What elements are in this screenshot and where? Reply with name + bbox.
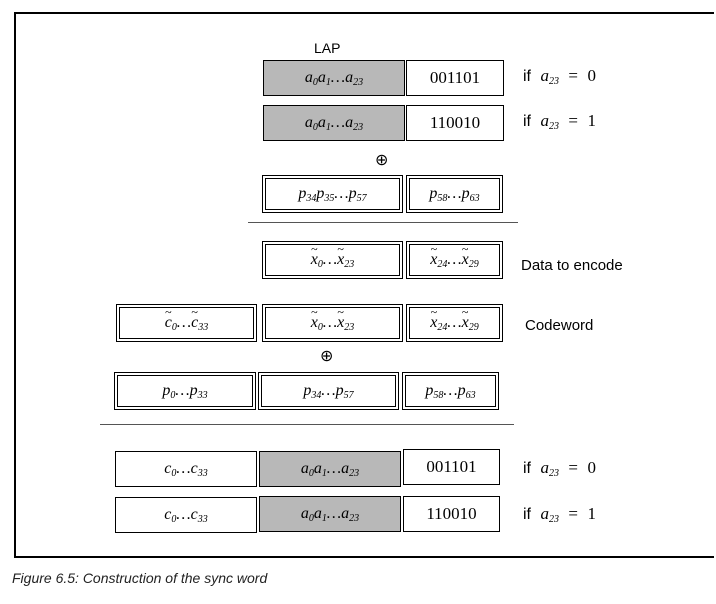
barker-field: 110010 [406,105,504,141]
cond-eq: = [568,66,578,85]
cond-var: a [540,66,549,85]
xor-symbol: ⊕ [320,346,334,365]
cond-eq: = [568,504,578,523]
if-word: if [523,113,531,130]
data-tail-field: ~x24…~x29 [406,241,503,279]
parity-field: ~c0…~c33 [116,304,257,342]
pn-tail-field: p58…p63 [406,175,503,213]
condition: if a23 = 1 [523,504,596,525]
sync-lap-field: a0a1…a23 [259,496,401,532]
separator-line [100,424,514,425]
xor-symbol: ⊕ [375,150,389,169]
sync-parity-field: c0…c33 [115,497,257,533]
cond-sub: 23 [548,121,559,132]
cond-eq: = [568,458,578,477]
cond-sub: 23 [548,76,559,87]
condition: if a23 = 0 [523,66,596,87]
separator-line [248,222,518,223]
codeword-tail-field: ~x24…~x29 [406,304,503,342]
figure-caption: Figure 6.5: Construction of the sync wor… [12,570,268,586]
lap-field: a0a1…a23 [263,60,405,96]
cond-eq: = [568,111,578,130]
cond-value: 0 [587,458,596,477]
pn-tail-field: p58…p63 [402,372,499,410]
data-field: ~x0…~x23 [262,241,403,279]
lap-label: LAP [314,40,341,56]
data-to-encode-label: Data to encode [521,257,623,274]
sync-parity-field: c0…c33 [115,451,257,487]
cond-var: a [540,111,549,130]
cond-sub: 23 [548,468,559,479]
pn-head-field: p0…p33 [114,372,256,410]
sync-barker-field: 001101 [403,449,500,485]
sync-lap-field: a0a1…a23 [259,451,401,487]
cond-value: 0 [587,66,596,85]
condition: if a23 = 0 [523,458,596,479]
if-word: if [523,506,531,523]
cond-sub: 23 [548,514,559,525]
barker-field: 001101 [406,60,504,96]
codeword-label: Codeword [525,317,594,334]
condition: if a23 = 1 [523,111,596,132]
pn-middle-field: p34…p57 [258,372,399,410]
pn-middle-field: p34p35…p57 [262,175,403,213]
sync-barker-field: 110010 [403,496,500,532]
if-word: if [523,68,531,85]
if-word: if [523,460,531,477]
codeword-data-field: ~x0…~x23 [262,304,403,342]
lap-field: a0a1…a23 [263,105,405,141]
cond-value: 1 [587,504,596,523]
cond-var: a [540,504,549,523]
cond-value: 1 [587,111,596,130]
diagram-frame [14,12,714,558]
cond-var: a [540,458,549,477]
